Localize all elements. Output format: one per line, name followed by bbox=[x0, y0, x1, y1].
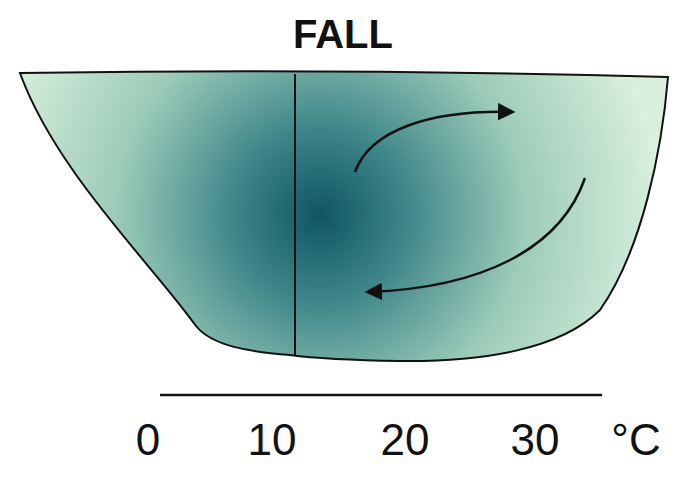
axis-tick-label: 10 bbox=[248, 418, 297, 462]
temperature-axis bbox=[160, 394, 602, 397]
temperature-profile bbox=[294, 74, 296, 356]
axis-tick-label: 20 bbox=[381, 418, 430, 462]
axis-tick-label: 0 bbox=[136, 418, 160, 462]
lake-basin bbox=[20, 71, 668, 361]
axis-tick-label: °C bbox=[611, 418, 660, 462]
circulation-arrow bbox=[368, 178, 585, 292]
axis-tick-label: 30 bbox=[511, 418, 560, 462]
diagram-title: FALL bbox=[293, 14, 393, 54]
circulation-arrow bbox=[355, 112, 512, 172]
